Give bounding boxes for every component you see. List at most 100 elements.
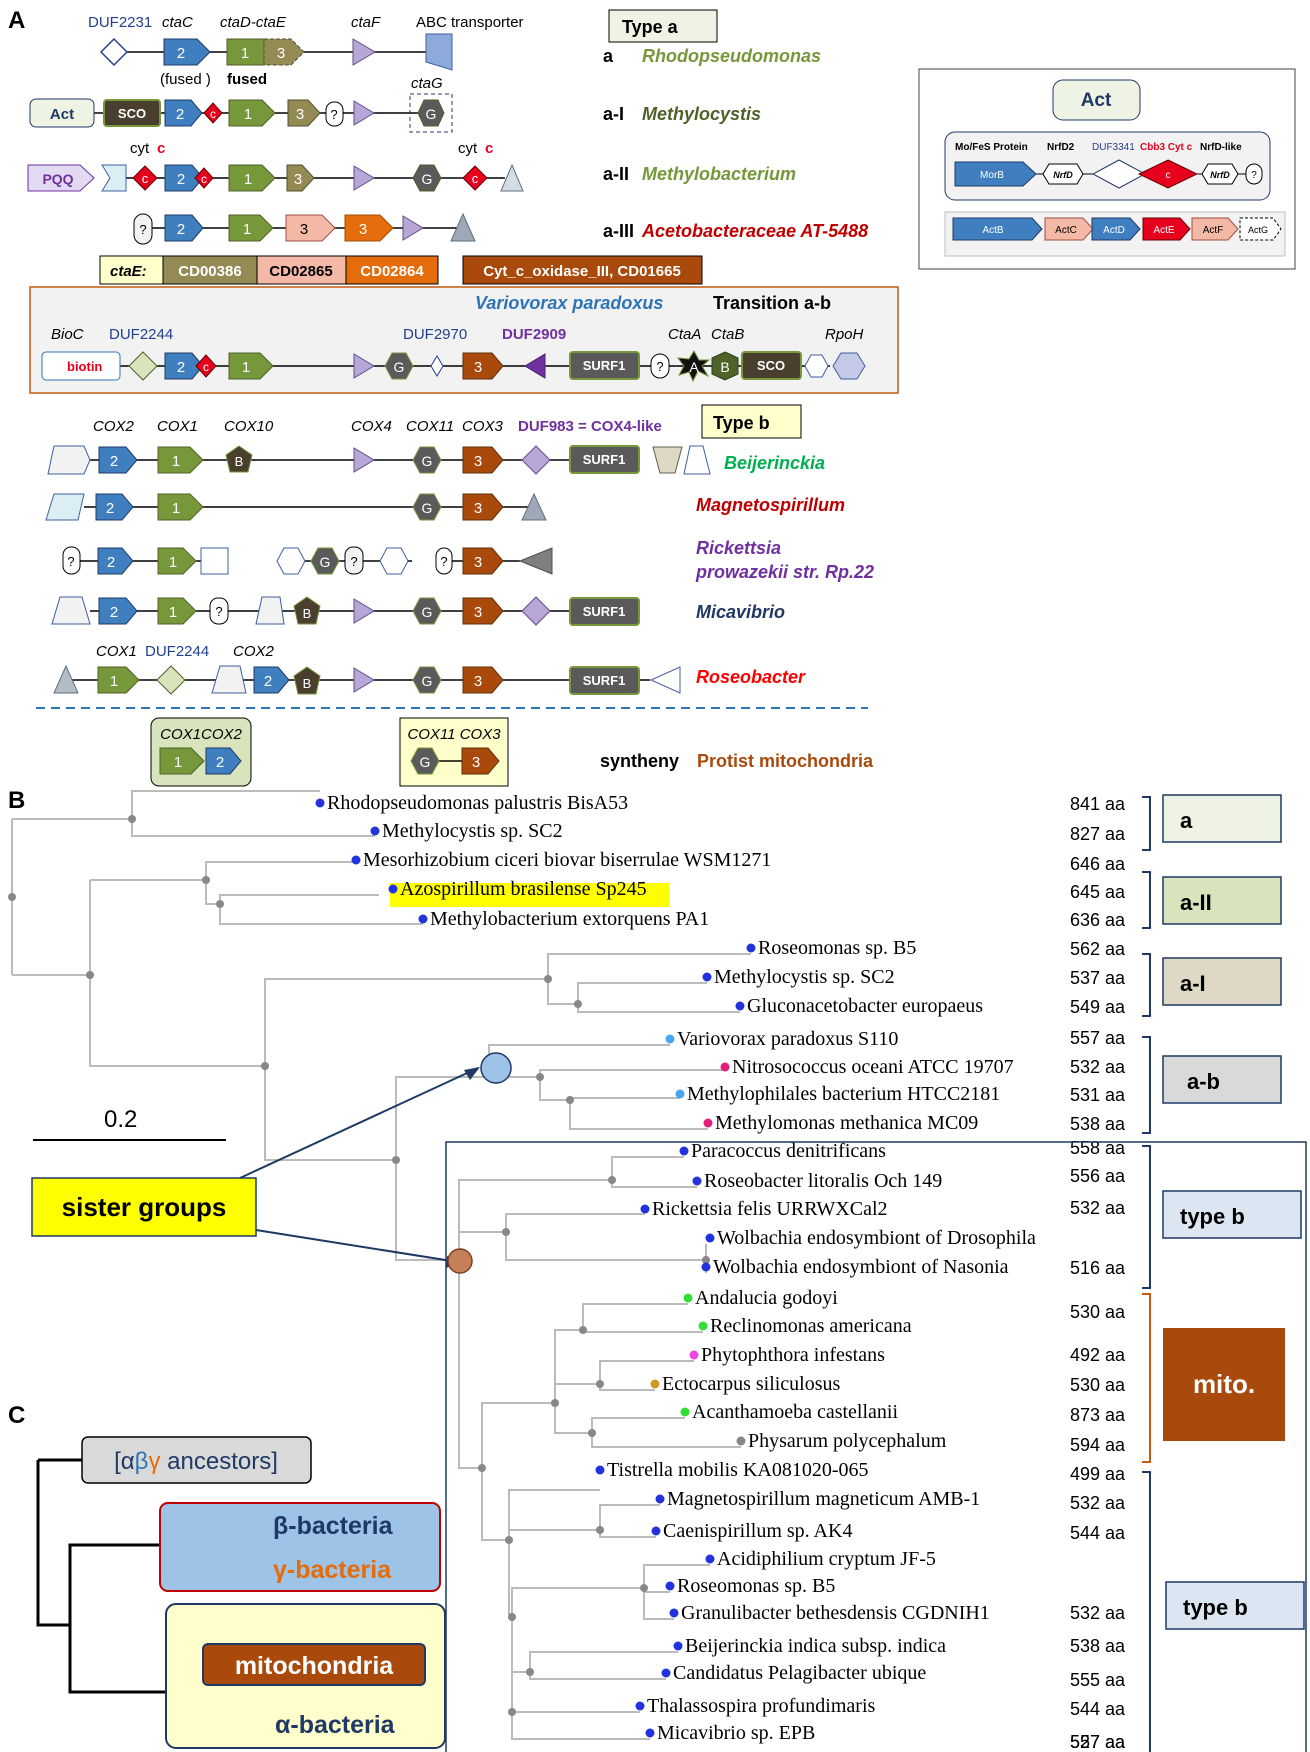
taxon-aa-length: 562 aa: [1070, 939, 1126, 959]
svg-text:DUF2244: DUF2244: [109, 326, 173, 343]
tree-branches: [11, 790, 751, 1740]
duf2244-gene: [156, 665, 186, 695]
svg-text:2: 2: [177, 359, 185, 376]
cox1-gene: [159, 747, 205, 775]
svg-text:Act: Act: [50, 106, 74, 123]
label-ctaC: ctaC: [162, 14, 193, 31]
svg-text:1: 1: [244, 171, 252, 188]
cox10-gene: [225, 445, 253, 473]
svg-text:DUF2244: DUF2244: [145, 643, 209, 660]
taxon-aa-length: 530 aa: [1070, 1375, 1126, 1395]
svg-text:?: ?: [139, 222, 146, 237]
organism-micavibrio: Micavibrio: [696, 602, 785, 622]
gamma-label: γ-bacteria: [273, 1556, 392, 1584]
unknown-gene: [435, 547, 453, 575]
taxon-dot: [418, 914, 428, 924]
svg-text:SCO: SCO: [757, 358, 785, 373]
taxon-name: Phytophthora infestans: [701, 1344, 885, 1366]
svg-text:3: 3: [294, 171, 302, 188]
transition-box: Variovorax paradoxus Transition a-b BioC…: [29, 286, 899, 394]
ctaC-gene: [164, 164, 204, 192]
cox4-gene: [353, 447, 375, 473]
label-ctaG: ctaG: [411, 75, 443, 92]
taxon-dot: [705, 1233, 715, 1243]
cox1-gene: [97, 666, 140, 694]
mitochondria-box: [202, 1643, 426, 1686]
unknown-gene: [200, 547, 229, 575]
ctaG-gene: [417, 99, 445, 127]
cox2-gene: [253, 666, 290, 694]
svg-text:2: 2: [177, 171, 185, 188]
cox3-gene: [462, 493, 504, 521]
abc-transporter-gene: [425, 33, 453, 71]
svg-text:B: B: [235, 454, 244, 469]
taxon-name: Reclinomonas americana: [710, 1315, 912, 1337]
svg-text:G: G: [422, 604, 433, 620]
svg-text:COX2: COX2: [233, 643, 275, 660]
cox2-gene: [97, 547, 134, 575]
cox2-gene: [95, 493, 134, 521]
organism-protist-mito: Protist mitochondria: [697, 751, 874, 771]
svg-text:a-II: a-II: [1180, 890, 1212, 915]
svg-text:c: c: [210, 107, 216, 121]
abc-like-gene: [652, 446, 683, 474]
svg-text:3: 3: [472, 754, 480, 771]
ctaG-gene: [412, 164, 442, 192]
svg-text:3: 3: [474, 453, 482, 470]
svg-text:CtaB: CtaB: [711, 326, 744, 343]
taxon-aa-length: 544 aa: [1070, 1699, 1126, 1719]
ctaD-gene: [228, 99, 276, 127]
cox2-gene: [98, 446, 138, 474]
cox1-gene: [157, 446, 204, 474]
transition-title: Transition a-b: [713, 293, 831, 313]
svg-text:NrfD2: NrfD2: [1047, 142, 1075, 153]
svg-text:DUF2909: DUF2909: [502, 326, 566, 343]
svg-text:2: 2: [107, 554, 115, 571]
svg-text:2: 2: [176, 106, 184, 123]
svg-text:1: 1: [172, 453, 180, 470]
taxon-name: Variovorax paradoxus S110: [677, 1028, 898, 1050]
svg-text:c: c: [142, 171, 149, 186]
taxon-name: Methylobacterium extorquens PA1: [430, 908, 709, 930]
beta-label: β-bacteria: [273, 1512, 394, 1540]
svg-text:G: G: [422, 500, 433, 516]
ctaA-gene: [676, 350, 711, 383]
ctaB-gene: [711, 351, 739, 381]
svg-text:a-I: a-I: [1180, 971, 1206, 996]
organism-variovorax: Variovorax paradoxus: [475, 293, 663, 313]
svg-text:B: B: [303, 606, 312, 621]
type-a-box: [608, 9, 718, 43]
svg-text:?: ?: [350, 554, 357, 569]
taxon-dot: [702, 972, 712, 982]
taxon-name: Rickettsia felis URRWXCal2: [652, 1198, 888, 1220]
row-rhodopseudomonas: 2 1 3 (fused ) fused a Rhodopseudomonas: [99, 33, 821, 88]
svg-text:A: A: [689, 359, 699, 375]
taxon-dot: [675, 1089, 685, 1099]
sister-groups-box: [31, 1177, 257, 1237]
group-labels: a a-II a-I a-b type b mito. type b: [1162, 794, 1305, 1630]
taxon-dot: [315, 798, 325, 808]
organism-rickettsia: Rickettsia: [696, 538, 781, 558]
svg-text:CD02865: CD02865: [269, 263, 332, 280]
cox3-gene: [461, 747, 500, 775]
taxon-name: Magnetospirillum magneticum AMB-1: [667, 1488, 980, 1510]
ctaC-gene: [164, 352, 204, 380]
taxon-aa-length: 558 aa: [1070, 1138, 1126, 1158]
cytc-gene: [462, 165, 488, 191]
unknown-gene: [133, 213, 153, 245]
taxon-name: Rhodopseudomonas palustris BisA53: [327, 792, 628, 814]
taxon-dot: [703, 1118, 713, 1128]
fused-label-1: (fused ): [160, 71, 211, 88]
cox3-gene: [462, 547, 504, 575]
label-duf2231: DUF2231: [88, 14, 152, 31]
svg-text:?: ?: [1251, 170, 1257, 181]
taxon-dot: [665, 1034, 675, 1044]
svg-text:CD02864: CD02864: [360, 263, 424, 280]
cox4-gene: [353, 598, 375, 624]
svg-text:ActD: ActD: [1103, 225, 1125, 236]
taxon-name: Wolbachia endosymbiont of Drosophila: [717, 1227, 1036, 1249]
svg-text:Cbb3 Cyt c: Cbb3 Cyt c: [1140, 142, 1193, 153]
unknown-gene: [344, 546, 364, 575]
cox11-gene: [412, 446, 442, 474]
svg-text:2: 2: [106, 500, 114, 517]
